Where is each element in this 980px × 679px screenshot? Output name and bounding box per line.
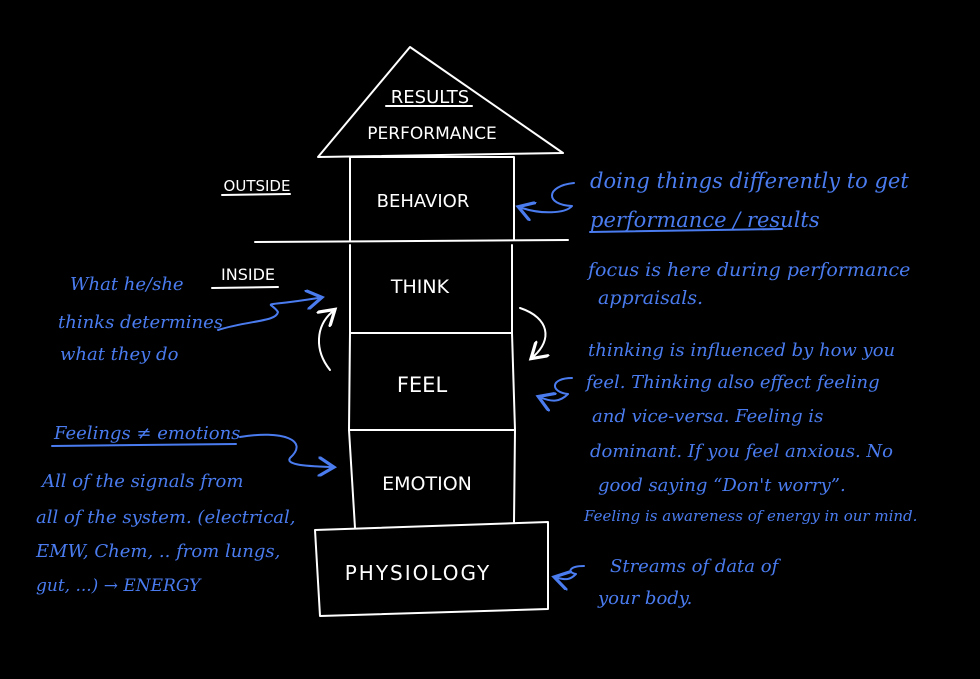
emotion-note-arrow (239, 433, 330, 467)
focus-note-line2: appraisals. (598, 287, 703, 309)
feel-note-line6: Feeling is awareness of energy in our mi… (583, 507, 917, 525)
emotion-note-line3: EMW, Chem, .. from lungs, (35, 541, 280, 562)
behavior-note-arrow (522, 182, 575, 212)
physiology-note-arrow (558, 565, 585, 579)
feel-to-think-arrow (319, 312, 332, 371)
feel-note-line2: feel. Thinking also effect feeling (584, 372, 880, 393)
behavior-note-line2: performance / results (590, 208, 820, 232)
behavior-box (349, 156, 515, 241)
outside-underline (221, 193, 291, 196)
behavior-label: BEHAVIOR (377, 191, 470, 212)
behavior-note-underline (589, 228, 783, 233)
inside-label: INSIDE (221, 265, 275, 284)
think-note-line3: what they do (60, 344, 179, 365)
emotion-note-line4: gut, ...) → ENERGY (36, 576, 202, 596)
feel-note-line5: good saying “Don't worry”. (598, 475, 846, 496)
physiology-note-line2: your body. (597, 588, 692, 609)
feel-label: FEEL (397, 373, 448, 397)
emotion-label: EMOTION (382, 473, 472, 495)
think-note-line1: What he/she (70, 274, 184, 295)
think-label: THINK (390, 276, 450, 298)
roof-results-label: RESULTS (391, 87, 469, 108)
physiology-note-line1: Streams of data of (610, 556, 782, 577)
feel-note-line4: dominant. If you feel anxious. No (590, 441, 893, 462)
inside-outside-divider (254, 239, 569, 243)
emotion-box (348, 429, 516, 529)
feel-note-line3: and vice-versa. Feeling is (592, 406, 823, 427)
feelings-heading-underline (51, 443, 237, 447)
physiology-label: PHYSIOLOGY (345, 561, 492, 585)
emotion-note-line1: All of the signals from (40, 471, 243, 492)
think-to-feel-arrow (519, 307, 546, 356)
feelings-emotions-heading: Feelings ≠ emotions (53, 423, 240, 444)
outside-label: OUTSIDE (224, 177, 291, 195)
roof-triangle (317, 46, 564, 158)
think-box (349, 244, 513, 334)
physiology-box (314, 521, 549, 617)
feel-note-line1: thinking is influenced by how you (588, 340, 895, 361)
feel-note-arrow (542, 377, 573, 401)
think-note-line2: thinks determines (58, 312, 223, 333)
roof-performance-label: PERFORMANCE (367, 124, 496, 144)
behavior-note-line1: doing things differently to get (590, 169, 909, 193)
focus-note-line1: focus is here during performance (586, 259, 910, 281)
inside-underline (211, 286, 279, 289)
emotion-note-line2: all of the system. (electrical, (36, 507, 295, 528)
think-note-arrow (217, 298, 318, 331)
feel-box (348, 332, 516, 431)
